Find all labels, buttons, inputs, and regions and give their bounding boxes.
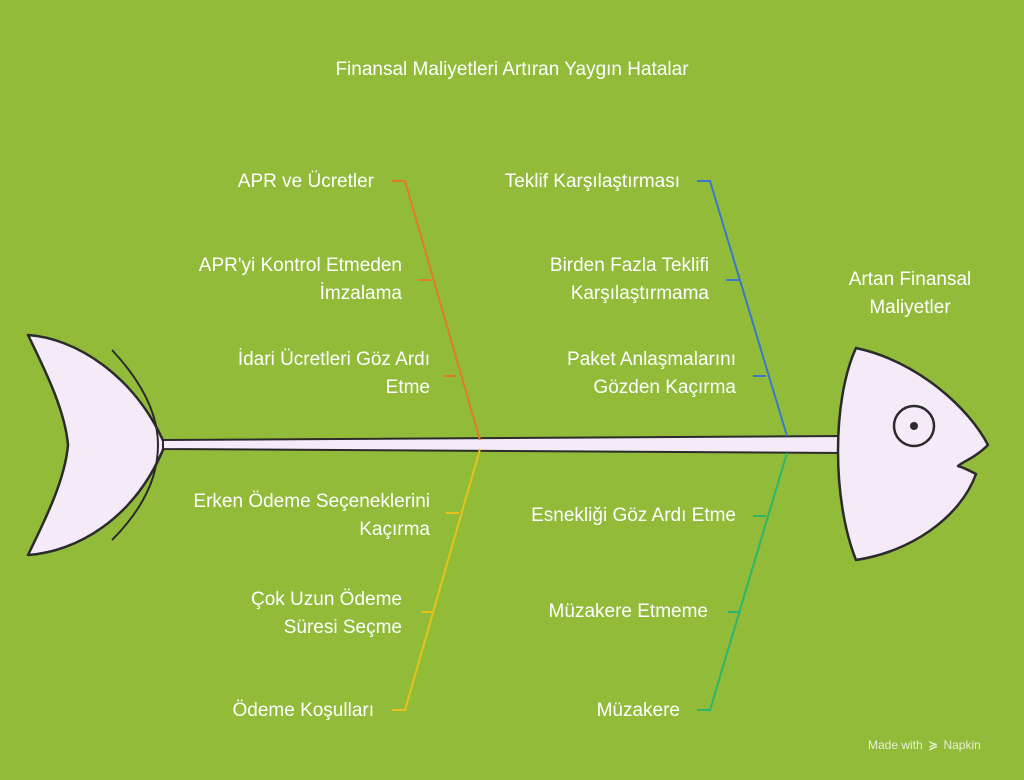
- fish-tail-inner-line: [111, 349, 160, 541]
- napkin-logo-icon: ≽: [928, 738, 939, 752]
- diagram-title: Finansal Maliyetleri Artıran Yaygın Hata…: [335, 59, 689, 80]
- bone-payment: [392, 448, 481, 711]
- fish-head: [836, 346, 990, 562]
- cause-payment-2: Çok Uzun Ödeme Süresi Seçme: [250, 589, 402, 638]
- cause-payment-1: Erken Ödeme Seçeneklerini Kaçırma: [193, 491, 430, 540]
- effect-label: Artan Finansal Maliyetler: [848, 269, 972, 318]
- watermark: Made with ≽ Napkin: [868, 738, 981, 752]
- category-apr: APR ve Ücretler: [237, 171, 374, 192]
- cause-apr-1: APR'yi Kontrol Etmeden İmzalama: [198, 255, 402, 304]
- category-negotiation: Müzakere: [596, 700, 680, 721]
- category-offers: Teklif Karşılaştırması: [504, 171, 680, 192]
- fish-spine: [162, 435, 846, 454]
- fish-pupil: [910, 422, 918, 430]
- bone-offers: [697, 180, 788, 437]
- cause-offers-2: Paket Anlaşmalarını Gözden Kaçırma: [567, 349, 736, 398]
- cause-apr-2: İdari Ücretleri Göz Ardı Etme: [237, 349, 430, 398]
- watermark-brand: Napkin: [943, 738, 981, 752]
- cause-offers-1: Birden Fazla Teklifi Karşılaştırmama: [549, 255, 709, 304]
- fish-tail: [26, 333, 167, 557]
- category-payment: Ödeme Koşulları: [232, 700, 374, 721]
- watermark-prefix: Made with: [868, 738, 923, 752]
- bone-negotiation: [697, 452, 788, 711]
- bone-apr: [392, 180, 481, 441]
- cause-negotiation-1: Esnekliği Göz Ardı Etme: [531, 505, 736, 526]
- cause-negotiation-2: Müzakere Etmeme: [548, 601, 708, 622]
